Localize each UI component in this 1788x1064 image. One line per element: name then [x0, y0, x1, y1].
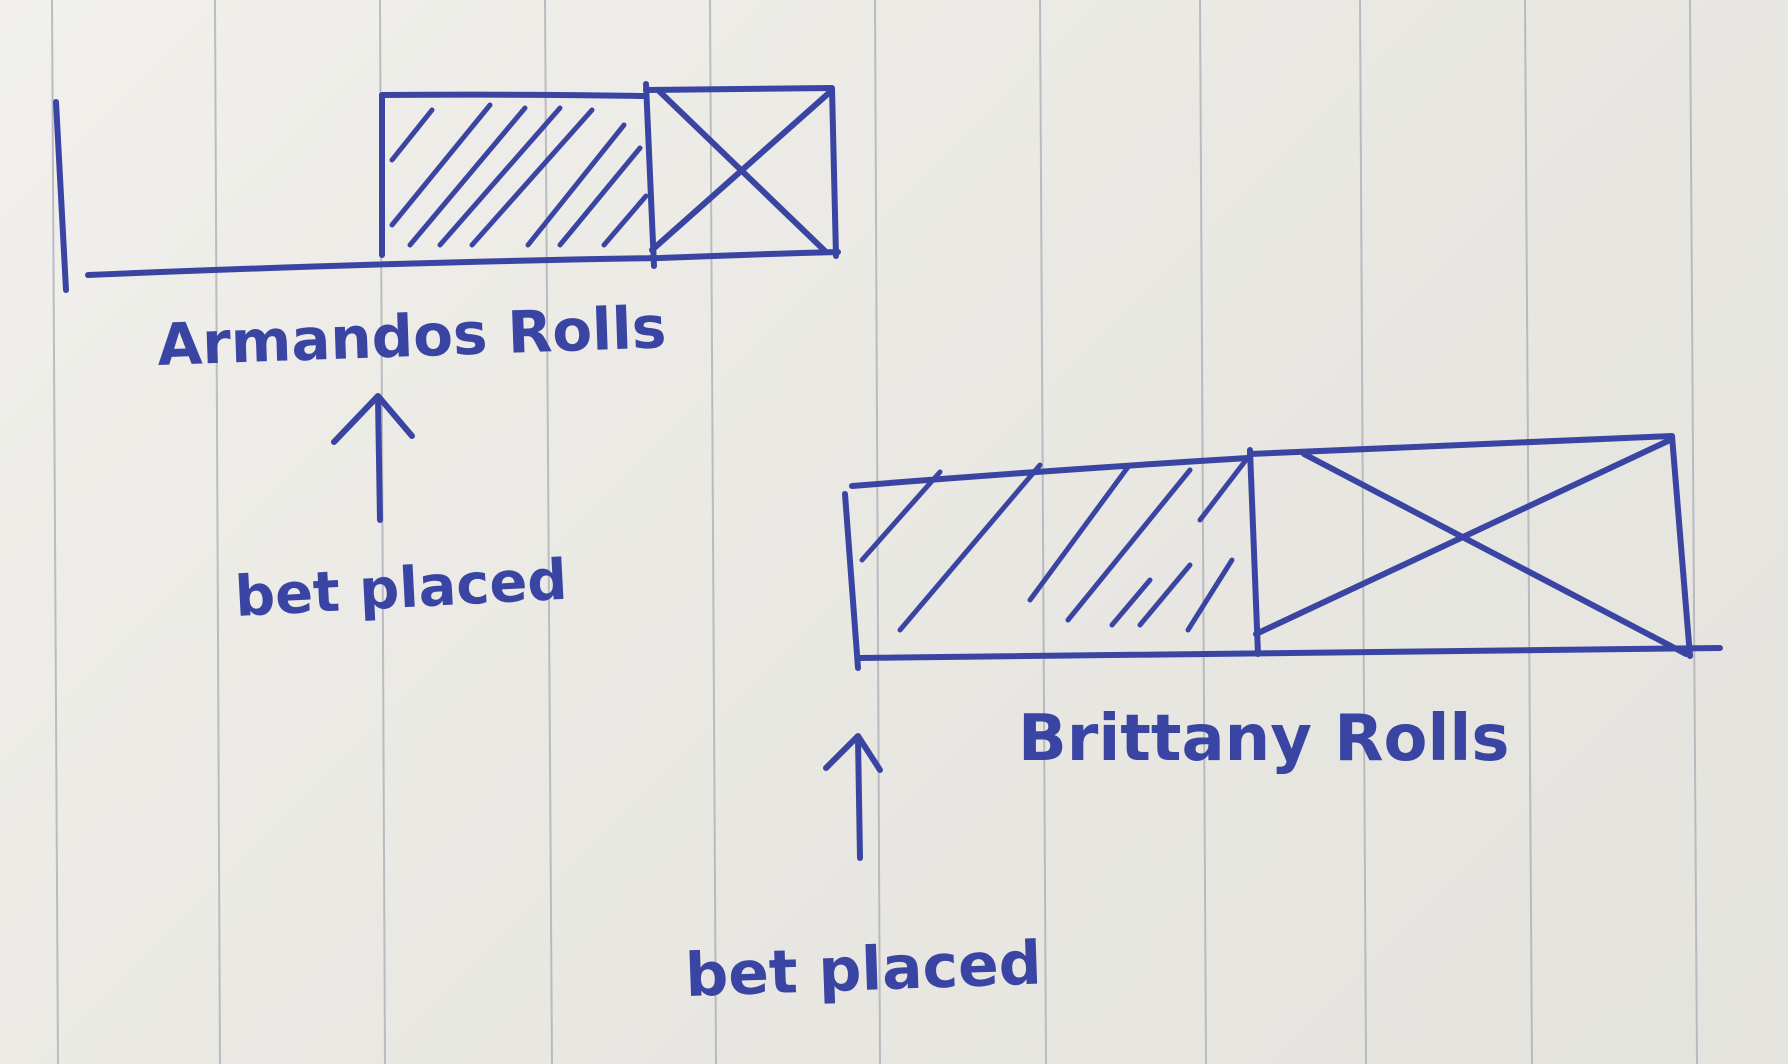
- brittany-timeline: Brittany Rolls bet placed: [684, 433, 1723, 1011]
- armando-hatched-box: [379, 91, 649, 258]
- armando-bet-arrow: [331, 393, 415, 523]
- armando-crossed-box: [643, 81, 839, 269]
- armando-bet-placed-label: bet placed: [233, 548, 569, 630]
- brittany-hatched-box: [849, 455, 1251, 633]
- brittany-rolls-label: Brittany Rolls: [1018, 702, 1509, 776]
- armando-baseline: [85, 249, 841, 278]
- armando-rolls-label: Armandos Rolls: [156, 293, 667, 379]
- armando-start-tick: [53, 99, 69, 293]
- brittany-bet-arrow: [823, 733, 883, 861]
- armando-timeline: Armandos Rolls bet placed: [53, 81, 841, 630]
- brittany-baseline: [855, 645, 1723, 661]
- brittany-start-tick: [842, 491, 861, 671]
- brittany-bet-placed-label: bet placed: [684, 929, 1043, 1011]
- brittany-crossed-box: [1247, 433, 1693, 659]
